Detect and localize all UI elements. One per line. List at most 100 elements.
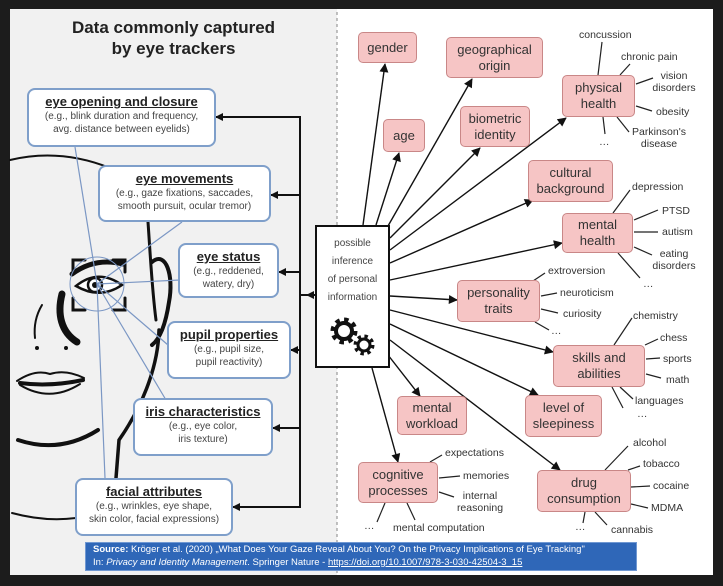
captured-eye-opening-closure: eye opening and closure (e.g., blink dur… <box>27 88 216 147</box>
example-label: Parkinson's disease <box>632 126 686 150</box>
example-label: … <box>551 325 562 337</box>
source-line-1: Source: Kröger et al. (2020) „What Does … <box>93 544 629 557</box>
capture-connectors <box>215 113 315 511</box>
arrow-mental-health <box>389 240 563 281</box>
example-label: eating disorders <box>652 248 696 272</box>
captured-eye-status: eye status (e.g., reddened, watery, dry) <box>178 243 279 298</box>
example-ticks <box>376 41 662 526</box>
source-in-label: In: <box>93 556 107 568</box>
example-label: … <box>575 521 586 533</box>
lower-lip <box>19 383 81 395</box>
source-doi-link[interactable]: https://doi.org/10.1007/978-3-030-42504-… <box>328 556 523 568</box>
arrow-skills-and-abilities <box>389 309 554 355</box>
captured-desc: (e.g., pupil size, <box>193 344 265 355</box>
jaw-line <box>114 328 161 480</box>
captured-desc: pupil reactivity) <box>195 357 263 368</box>
inference-mental-health: mental health <box>562 213 633 253</box>
arrow-mental-workload <box>387 354 421 397</box>
example-label: math <box>666 374 690 386</box>
neck-line <box>11 512 77 521</box>
arrow-gender <box>362 63 389 226</box>
example-label: memories <box>463 470 510 482</box>
captured-desc: avg. distance between eyelids) <box>53 124 190 135</box>
captured-desc: (e.g., reddened, <box>193 266 264 277</box>
inference-cognitive-processes: cognitive processes <box>358 462 438 503</box>
example-label: vision disorders <box>652 70 696 94</box>
captured-desc: (e.g., gaze fixations, saccades, <box>115 188 254 199</box>
example-label: languages <box>635 395 684 407</box>
captured-desc: (e.g., wrinkles, eye shape, <box>95 501 213 512</box>
source-label: Source: <box>93 544 129 555</box>
arrow-geographical-origin <box>387 78 473 227</box>
arrow-cultural-background <box>389 199 534 264</box>
arrow-personality-traits <box>389 295 458 305</box>
chin-line <box>16 428 100 448</box>
head-side <box>146 220 158 322</box>
example-label: autism <box>662 226 693 238</box>
captured-iris-characteristics: iris characteristics (e.g., eye color, i… <box>133 398 273 456</box>
arrow-physical-health <box>389 117 567 251</box>
lip-line <box>18 378 85 387</box>
captured-eye-movements: eye movements (e.g., gaze fixations, sac… <box>98 165 271 222</box>
inference-geographical-origin: geographical origin <box>446 37 543 78</box>
captured-desc: smooth pursuit, ocular tremor) <box>117 201 252 212</box>
nostril-right <box>64 346 68 350</box>
source-publisher: . Springer Nature - <box>247 556 328 568</box>
inference-box-text: inference <box>331 256 374 267</box>
captured-desc: watery, dry) <box>202 279 255 290</box>
nostril-left <box>35 346 39 350</box>
inference-biometric-identity: biometric identity <box>460 106 530 147</box>
source-citation-bar: Source: Kröger et al. (2020) „What Does … <box>85 542 637 571</box>
inference-cultural-background: cultural background <box>528 160 613 202</box>
example-label: … <box>599 136 610 148</box>
example-label: … <box>637 408 648 420</box>
captured-title: facial attributes <box>105 484 203 499</box>
source-book-title: Privacy and Identity Management <box>106 556 248 568</box>
upper-lip <box>16 371 85 382</box>
example-label: MDMA <box>651 502 684 514</box>
example-label: neuroticism <box>560 287 614 299</box>
inference-drug-consumption: drug consumption <box>537 470 631 512</box>
inference-box-text: information <box>327 292 378 303</box>
example-label: mental computation <box>393 522 485 534</box>
example-label: chemistry <box>633 310 678 322</box>
inference-age: age <box>383 119 425 152</box>
example-label: … <box>364 520 375 532</box>
inference-mental-workload: mental workload <box>397 396 467 435</box>
captured-desc: (e.g., blink duration and frequency, <box>44 111 199 122</box>
source-line-2: In: Privacy and Identity Management. Spr… <box>93 557 629 570</box>
arrow-drug-consumption <box>389 339 561 471</box>
captured-desc: iris texture) <box>178 434 228 445</box>
title-line-1: Data commonly captured <box>71 18 276 37</box>
captured-title: pupil properties <box>179 327 279 342</box>
gaze-lines <box>69 146 183 479</box>
inference-personality-traits: personality traits <box>457 280 540 322</box>
example-label: tobacco <box>643 458 680 470</box>
captured-title: iris characteristics <box>145 404 261 419</box>
example-label: curiosity <box>563 308 602 320</box>
captured-facial-attributes: facial attributes (e.g., wrinkles, eye s… <box>75 478 233 536</box>
title-line-2: by eye trackers <box>111 39 236 58</box>
gear-large-icon <box>330 317 358 345</box>
cheek-line <box>33 304 43 339</box>
example-label: concussion <box>579 29 632 41</box>
example-label: chronic pain <box>621 51 678 63</box>
eye-frame <box>71 258 127 312</box>
eyebrow <box>69 259 126 277</box>
example-label: obesity <box>656 106 690 118</box>
inference-skills-and-abilities: skills and abilities <box>553 345 645 387</box>
example-label: sports <box>663 353 692 365</box>
gears-icon <box>330 317 375 356</box>
inference-level-of-sleepiness: level of sleepiness <box>525 395 602 437</box>
nose-stroke <box>56 290 81 346</box>
captured-title: eye opening and closure <box>45 94 198 109</box>
example-label: depression <box>632 181 684 193</box>
inference-engine-box: possible inference of personal informati… <box>315 225 390 368</box>
captured-title: eye movements <box>135 171 234 186</box>
example-label: extroversion <box>548 265 606 277</box>
example-label: expectations <box>445 447 504 459</box>
inference-box-text: of personal <box>327 274 378 285</box>
captured-pupil-properties: pupil properties (e.g., pupil size, pupi… <box>167 321 291 379</box>
